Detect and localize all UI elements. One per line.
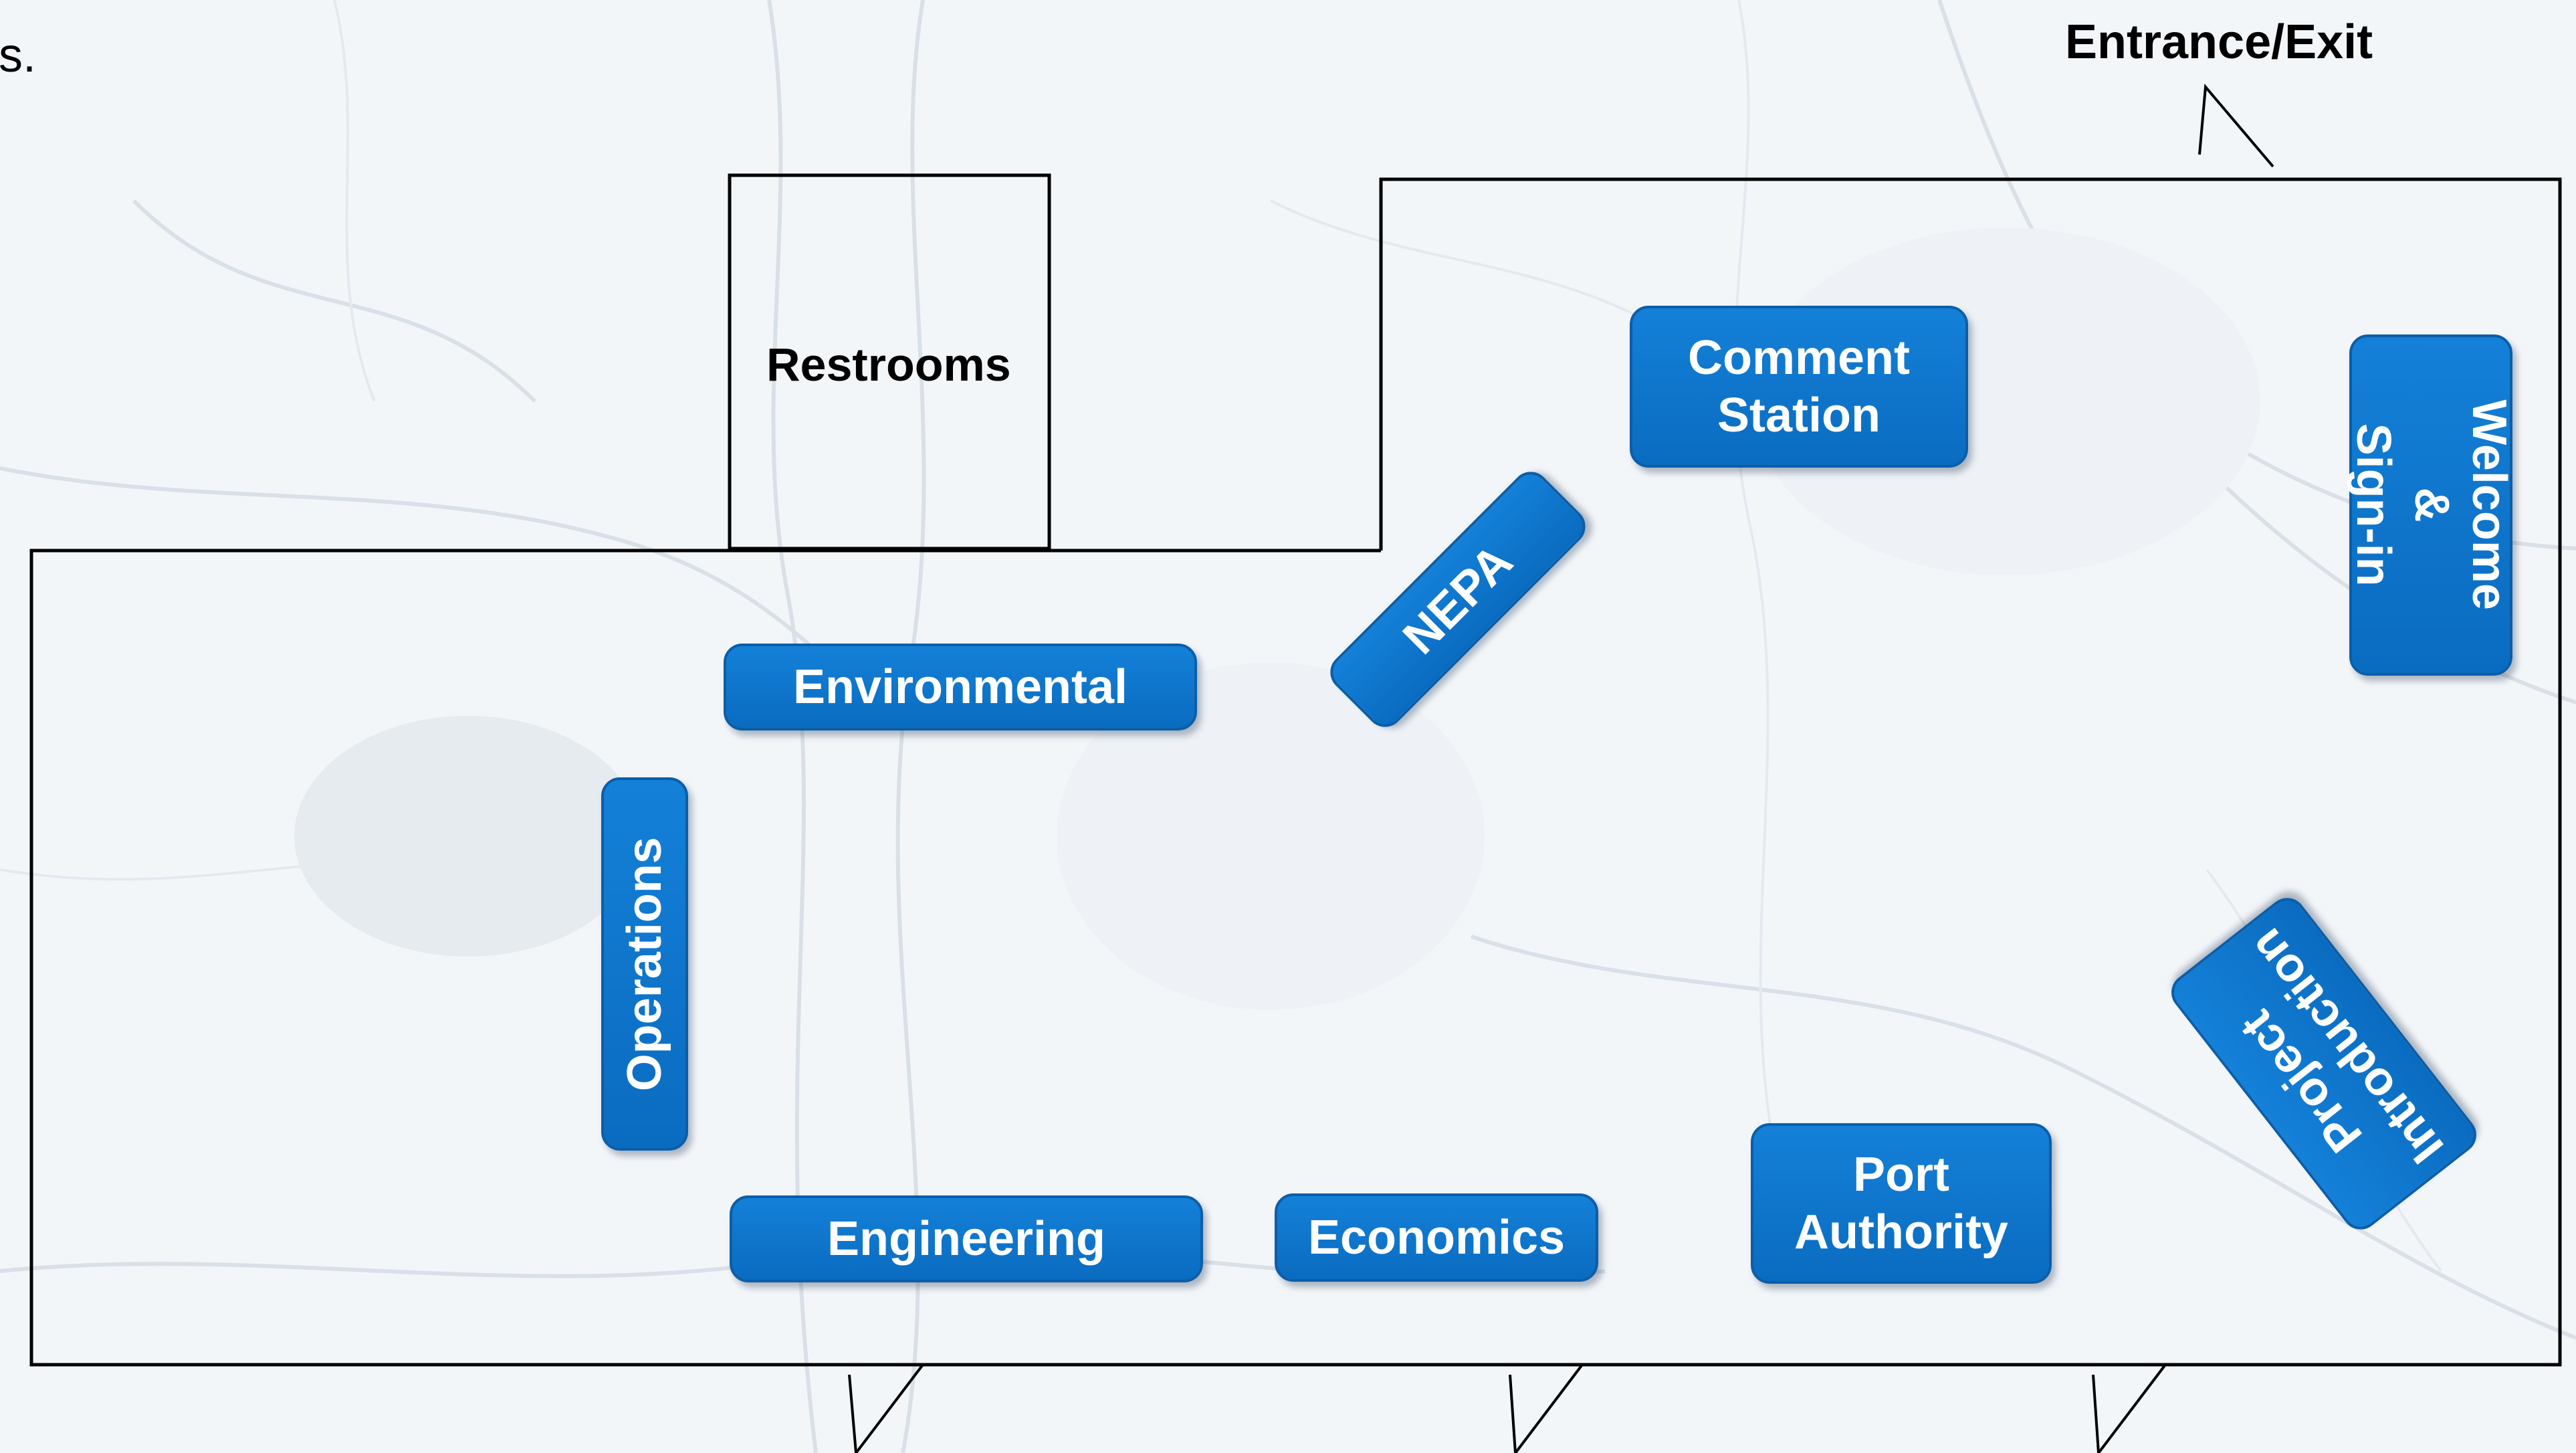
restrooms-label: Restrooms [766, 338, 1011, 391]
entrance-door-icon [2198, 84, 2274, 168]
economics-label: Economics [1307, 1210, 1566, 1264]
door-icon-left [848, 1363, 924, 1453]
port-authority-label: Port Authority [1794, 1147, 2008, 1259]
comment-station-label: Comment Station [1687, 330, 1910, 442]
comment-station: Comment Station [1630, 306, 1968, 468]
port-authority-station: Port Authority [1751, 1123, 2052, 1284]
operations-label: Operations [617, 836, 671, 1092]
environmental-label: Environmental [792, 660, 1128, 714]
economics-station: Economics [1275, 1193, 1598, 1282]
entrance-exit-label: Entrance/Exit [2065, 15, 2373, 69]
intro-text-fragment: ts. [0, 29, 37, 82]
welcome-sign-in-station: Welcome & Sign-in [2347, 334, 2516, 676]
welcome-sign-in-label: Welcome & Sign-in [2346, 399, 2516, 611]
main-room-outline [29, 177, 2562, 1367]
engineering-label: Engineering [827, 1212, 1106, 1266]
operations-station: Operations [601, 777, 688, 1151]
engineering-station: Engineering [730, 1195, 1203, 1282]
door-icon-right [2092, 1363, 2167, 1453]
environmental-station: Environmental [724, 644, 1197, 731]
door-icon-middle [1509, 1363, 1584, 1453]
restrooms-room-outline [728, 173, 1051, 551]
